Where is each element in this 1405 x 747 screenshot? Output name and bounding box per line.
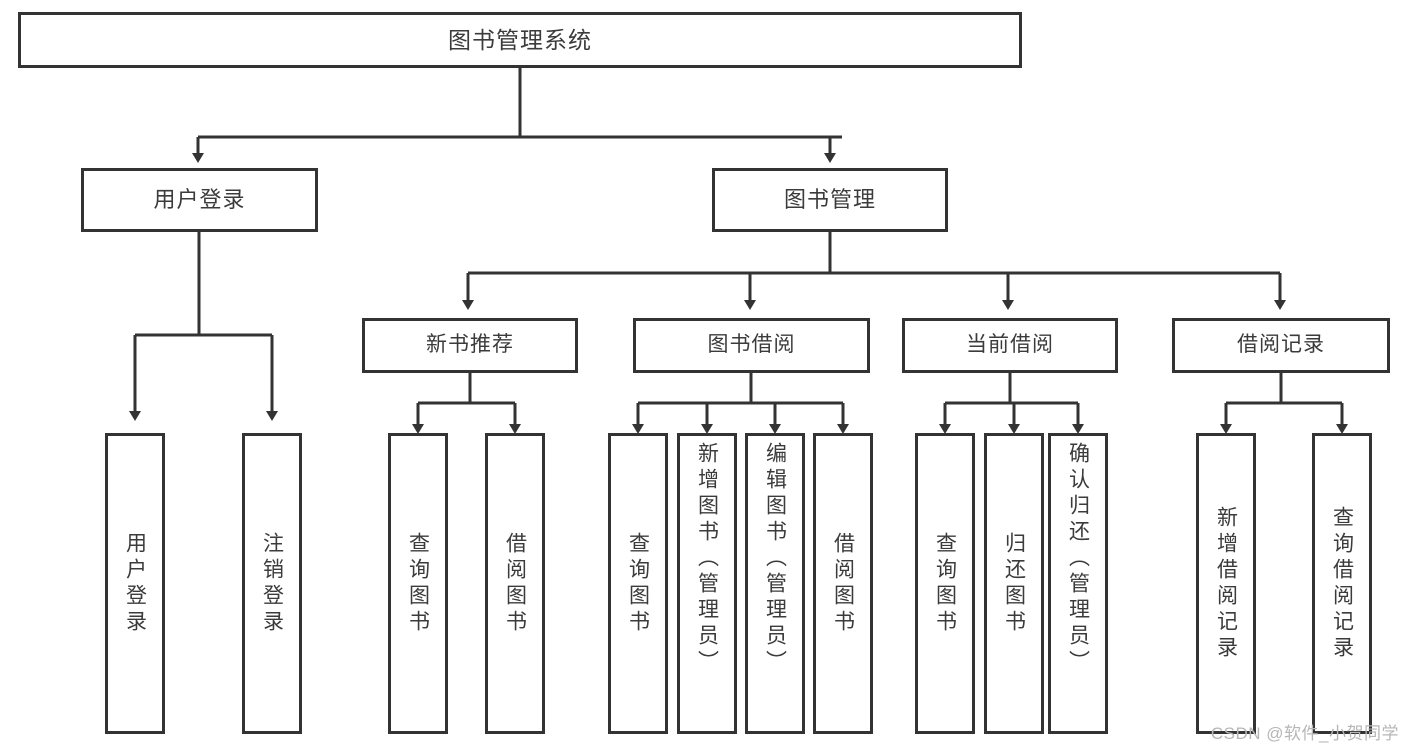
node-current-borrow-label: 当前借阅	[966, 333, 1054, 357]
leaf-br-add-record-label: 新增借阅记录	[1214, 505, 1238, 662]
node-borrow-record-label: 借阅记录	[1237, 333, 1325, 357]
leaf-cb-return-book[interactable]: 归还图书	[984, 433, 1044, 734]
leaf-nb-borrow-book-label: 借阅图书	[503, 531, 527, 636]
node-new-book-recommend[interactable]: 新书推荐	[362, 318, 578, 373]
leaf-bb-edit-book[interactable]: 编辑图书（管理员）	[745, 433, 805, 734]
leaf-bb-add-book-label: 新增图书（管理员）	[695, 442, 719, 676]
node-book-management-label: 图书管理	[783, 187, 876, 213]
leaf-br-query-record[interactable]: 查询借阅记录	[1312, 433, 1372, 734]
leaf-bb-add-book[interactable]: 新增图书（管理员）	[677, 433, 737, 734]
leaf-nb-query-book-label: 查询图书	[406, 531, 430, 636]
leaf-logout-label: 注销登录	[260, 531, 284, 636]
leaf-user-login-label: 用户登录	[123, 531, 147, 636]
leaf-br-add-record[interactable]: 新增借阅记录	[1196, 433, 1256, 734]
node-current-borrow[interactable]: 当前借阅	[902, 318, 1118, 373]
node-user-login-label: 用户登录	[153, 187, 246, 213]
leaf-nb-borrow-book[interactable]: 借阅图书	[485, 433, 545, 734]
watermark-text: CSDN @软件_小贺同学	[1210, 724, 1399, 743]
node-book-borrow-label: 图书借阅	[707, 333, 796, 357]
node-root-system[interactable]: 图书管理系统	[18, 12, 1022, 68]
node-book-borrow[interactable]: 图书借阅	[633, 318, 870, 373]
leaf-logout[interactable]: 注销登录	[242, 433, 302, 734]
node-root-system-label: 图书管理系统	[448, 26, 592, 53]
leaf-br-query-record-label: 查询借阅记录	[1330, 505, 1354, 662]
leaf-bb-query-book[interactable]: 查询图书	[608, 433, 668, 734]
leaf-cb-confirm-return[interactable]: 确认归还（管理员）	[1048, 433, 1108, 734]
leaf-cb-confirm-return-label: 确认归还（管理员）	[1066, 442, 1090, 676]
leaf-cb-query-book[interactable]: 查询图书	[915, 433, 975, 734]
leaf-bb-query-book-label: 查询图书	[626, 531, 650, 636]
node-borrow-record[interactable]: 借阅记录	[1172, 318, 1390, 373]
leaf-bb-edit-book-label: 编辑图书（管理员）	[763, 442, 787, 676]
node-new-book-recommend-label: 新书推荐	[426, 333, 514, 357]
leaf-user-login[interactable]: 用户登录	[105, 433, 165, 734]
node-user-login[interactable]: 用户登录	[81, 168, 318, 232]
leaf-nb-query-book[interactable]: 查询图书	[388, 433, 448, 734]
leaf-bb-borrow-book[interactable]: 借阅图书	[813, 433, 873, 734]
node-book-management[interactable]: 图书管理	[712, 168, 948, 232]
leaf-cb-query-book-label: 查询图书	[933, 531, 957, 636]
leaf-bb-borrow-book-label: 借阅图书	[831, 531, 855, 636]
leaf-cb-return-book-label: 归还图书	[1002, 531, 1026, 636]
